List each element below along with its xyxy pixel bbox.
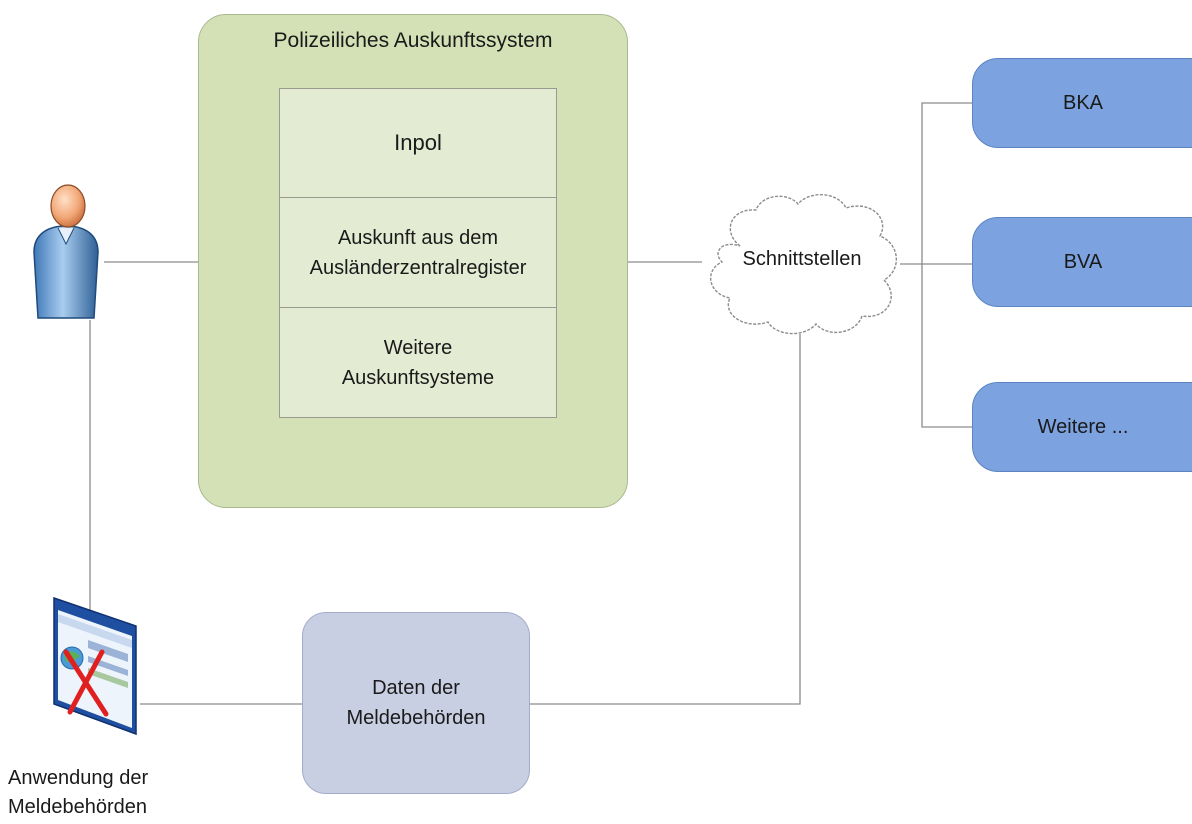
line-registry-cloud xyxy=(530,334,801,705)
interfaces-label: Schnittstellen xyxy=(742,248,862,270)
interfaces-cloud: Schnittstellen xyxy=(700,190,904,338)
red-cross-icon xyxy=(63,649,109,717)
system-title: Polizeiliches Auskunftssystem xyxy=(273,29,553,52)
agency-bka: BKA xyxy=(972,58,1192,148)
application-window-icon xyxy=(48,596,142,736)
module-azr: Auskunft aus dem Ausländerzentralregiste… xyxy=(279,197,557,308)
line-bus-agencies xyxy=(921,102,972,428)
registration-data: Daten der Meldebehörden xyxy=(302,612,530,794)
agency-other: Weitere ... xyxy=(972,382,1192,472)
module-other: Weitere Auskunftsysteme xyxy=(279,307,557,418)
agency-bva: BVA xyxy=(972,217,1192,307)
police-information-system: Polizeiliches Auskunftssystem Inpol Ausk… xyxy=(198,14,628,508)
user-icon xyxy=(28,182,104,320)
cloud-shape xyxy=(709,193,898,335)
module-inpol: Inpol xyxy=(279,88,557,198)
application-label: Anwendung der Meldebehörden xyxy=(8,767,149,818)
